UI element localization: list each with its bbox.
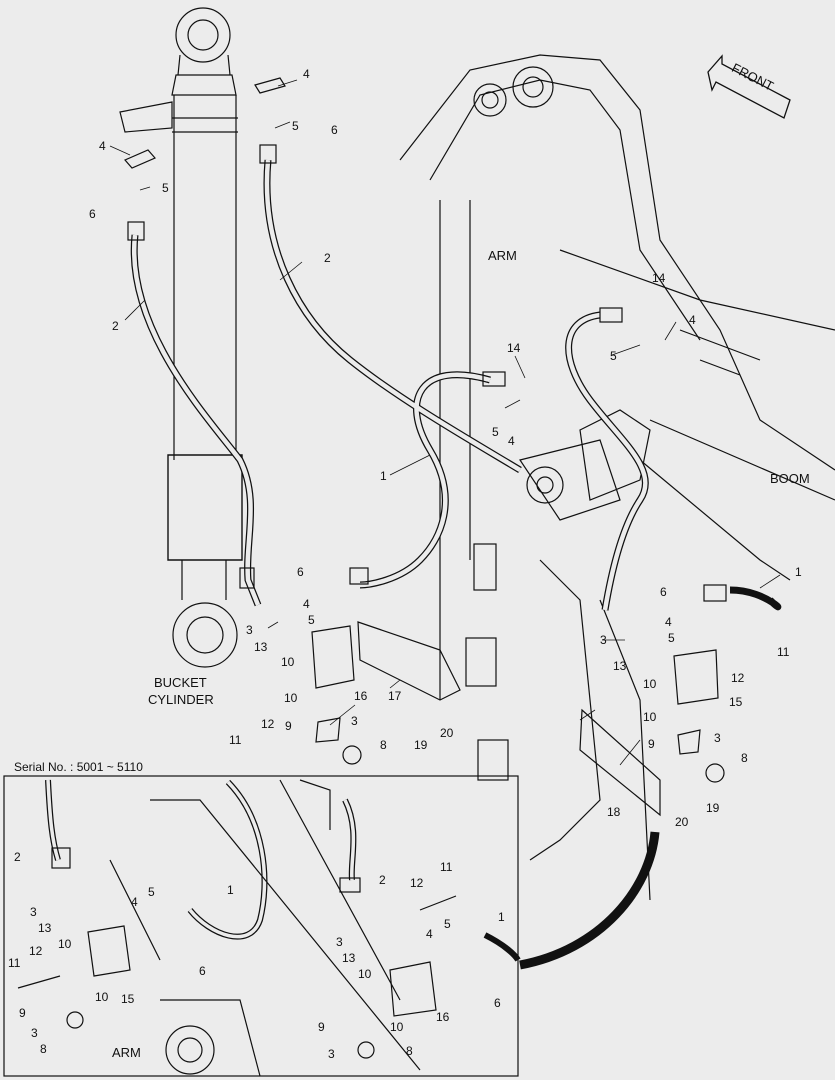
callout: 11 (440, 860, 453, 874)
callout: 11 (8, 956, 21, 970)
callout: 12 (261, 717, 275, 731)
callout: 5 (292, 119, 299, 133)
hoses-inner (131, 159, 648, 611)
callout: 3 (336, 935, 343, 949)
callout: 3 (600, 633, 607, 647)
callout: 3 (714, 731, 721, 745)
callout: 4 (131, 895, 138, 909)
callout: 4 (303, 67, 310, 81)
callout: 9 (285, 719, 292, 733)
callout: 5 (492, 425, 499, 439)
callout: 10 (281, 655, 295, 669)
callout: 4 (689, 313, 696, 327)
callout: 5 (162, 181, 169, 195)
callout: 11 (229, 733, 242, 747)
leader-lines (109, 79, 781, 766)
callout: 4 (665, 615, 672, 629)
callout: 14 (507, 341, 521, 355)
callout: 10 (390, 1020, 404, 1034)
inset-callouts: 2 1 2 3 13 10 4 5 6 12 11 15 10 9 3 8 11… (8, 850, 505, 1061)
callout: 14 (652, 271, 666, 285)
callout: 20 (675, 815, 689, 829)
bucket-cylinder-label-2: CYLINDER (148, 692, 214, 707)
callout: 10 (358, 967, 372, 981)
callout: 9 (648, 737, 655, 751)
inset-arm-label: ARM (112, 1045, 141, 1060)
callout: 2 (112, 319, 119, 333)
callout: 6 (494, 996, 501, 1010)
callout: 5 (610, 349, 617, 363)
front-label: FRONT (729, 60, 776, 94)
callout: 12 (731, 671, 745, 685)
callout: 16 (436, 1010, 450, 1024)
callout: 20 (440, 726, 454, 740)
inset-frame (3, 775, 519, 1077)
callout: 3 (351, 714, 358, 728)
callout: 15 (121, 992, 135, 1006)
bucket-cylinder-label-1: BUCKET (154, 675, 207, 690)
callout: 19 (414, 738, 428, 752)
arm-structure (399, 54, 835, 901)
callout: 3 (246, 623, 253, 637)
callout: 1 (380, 469, 387, 483)
callout: 1 (795, 565, 802, 579)
callout: 4 (426, 927, 433, 941)
callout: 2 (379, 873, 386, 887)
callout: 12 (29, 944, 43, 958)
callout: 6 (660, 585, 667, 599)
callout: 10 (643, 710, 657, 724)
callout: 11 (777, 645, 790, 659)
serial-number-note: Serial No. : 5001 ~ 5110 (14, 760, 143, 774)
callout: 4 (99, 139, 106, 153)
callout: 13 (342, 951, 356, 965)
callout: 6 (331, 123, 338, 137)
callout: 18 (607, 805, 621, 819)
arm-label: ARM (488, 248, 517, 263)
fittings (124, 77, 727, 817)
front-arrow-icon (707, 54, 791, 119)
callout: 10 (95, 990, 109, 1004)
callout: 1 (227, 883, 234, 897)
callout: 4 (508, 434, 515, 448)
callout: 5 (148, 885, 155, 899)
callout: 3 (31, 1026, 38, 1040)
callout: 5 (668, 631, 675, 645)
callout: 2 (14, 850, 21, 864)
main-callouts: 4 5 6 4 5 6 2 2 2 14 4 5 14 5 4 1 1 6 4 … (89, 67, 802, 829)
callout: 8 (380, 738, 387, 752)
inset-drawing (17, 779, 521, 1077)
callout: 2 (324, 251, 331, 265)
callout: 10 (58, 937, 72, 951)
callout: 5 (308, 613, 315, 627)
callout: 1 (498, 910, 505, 924)
callout: 5 (444, 917, 451, 931)
callout: 9 (19, 1006, 26, 1020)
callout: 9 (318, 1020, 325, 1034)
callout: 6 (297, 565, 304, 579)
callout: 13 (254, 640, 268, 654)
callout: 16 (354, 689, 368, 703)
callout: 12 (410, 876, 424, 890)
callout: 6 (199, 964, 206, 978)
callout: 3 (30, 905, 37, 919)
callout: 15 (729, 695, 743, 709)
callout: 6 (89, 207, 96, 221)
callout: 13 (38, 921, 52, 935)
callout: 3 (328, 1047, 335, 1061)
inset-reference-arrow (519, 831, 660, 970)
callout: 10 (643, 677, 657, 691)
callout: 19 (706, 801, 720, 815)
callout: 8 (741, 751, 748, 765)
callout: 13 (613, 659, 627, 673)
boom-label: BOOM (770, 471, 810, 486)
callout: 8 (40, 1042, 47, 1056)
callout: 10 (284, 691, 298, 705)
callout: 17 (388, 689, 402, 703)
callout: 8 (406, 1044, 413, 1058)
callout: 4 (303, 597, 310, 611)
bucket-cylinder (119, 7, 243, 668)
hoses-outer (130, 159, 782, 611)
